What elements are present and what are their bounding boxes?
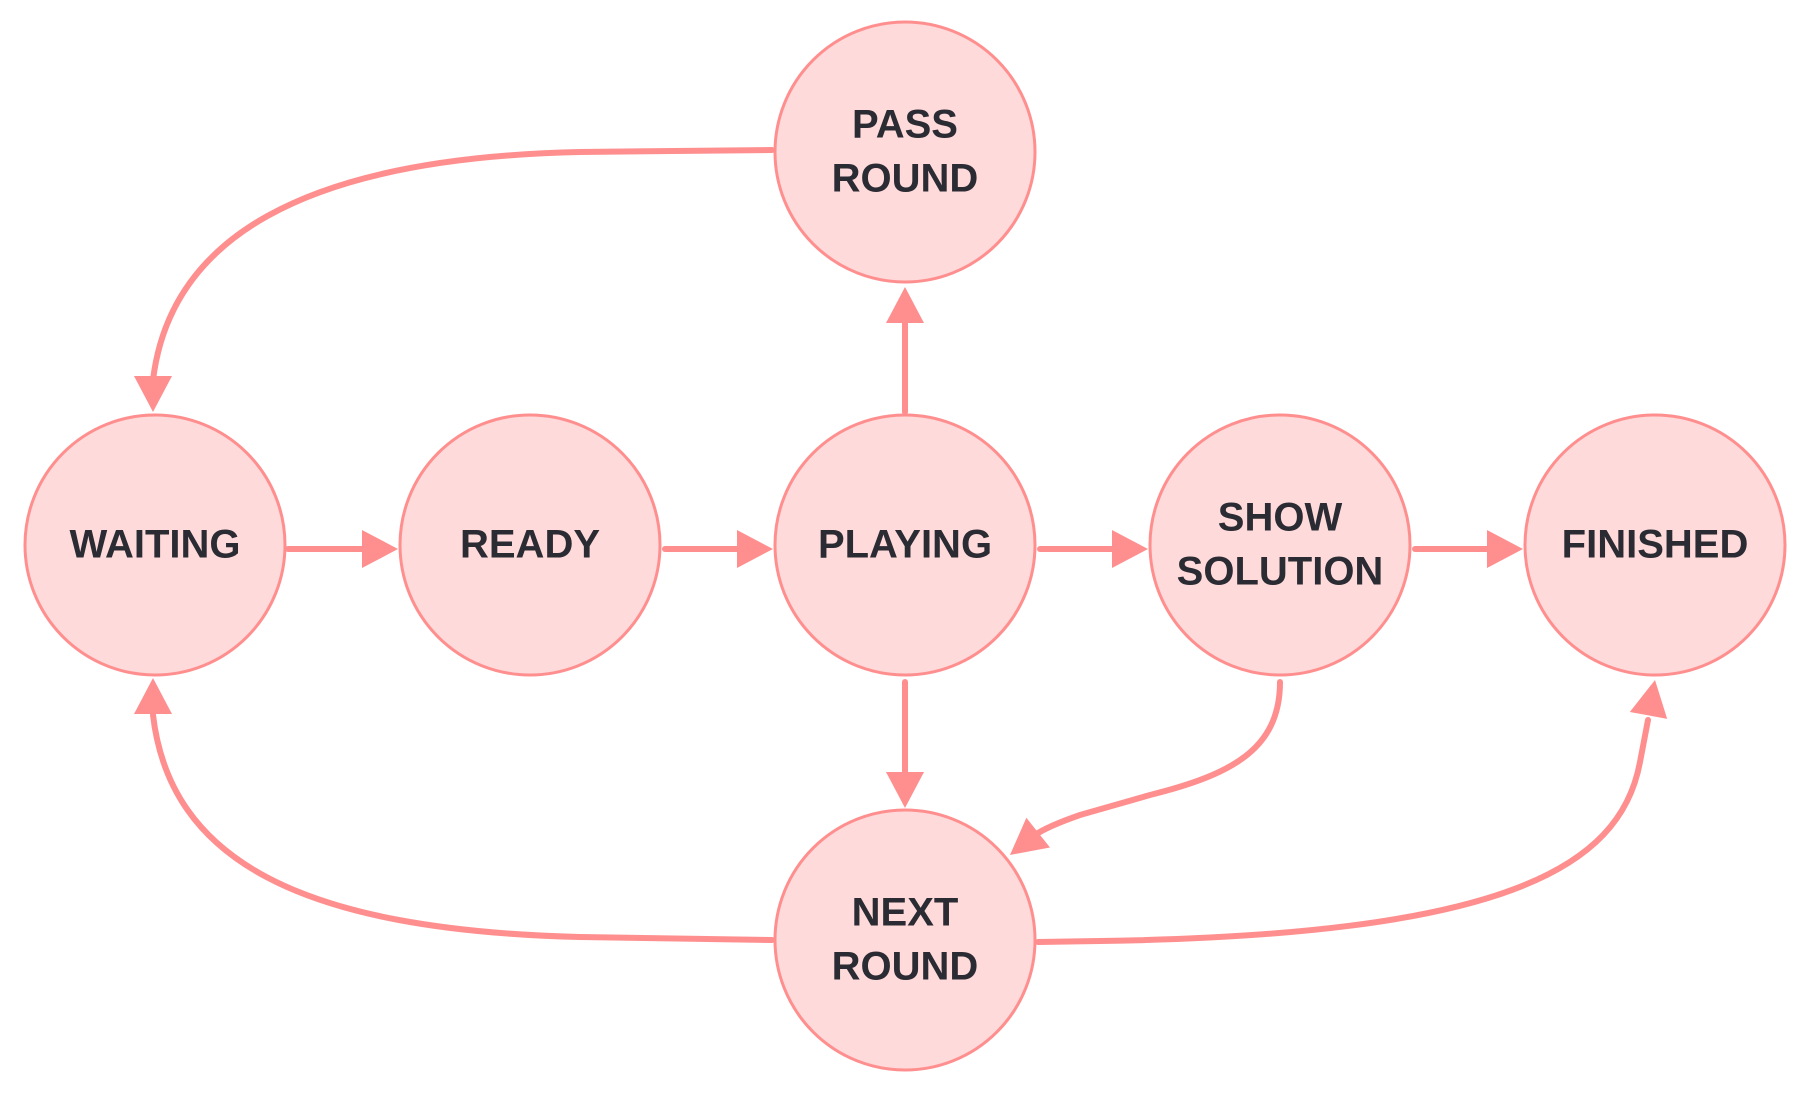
state-circle: [23, 413, 287, 677]
state-node-finished[interactable]: FINISHED: [1523, 413, 1787, 677]
edge-playing-to-next-round: [886, 679, 924, 808]
edge-playing-to-pass-round: [886, 287, 924, 415]
state-label: WAITING: [69, 523, 240, 567]
state-label: PLAYING: [818, 523, 992, 567]
edge-show-solution-to-finished: [1412, 530, 1523, 568]
arrowhead-icon: [1629, 680, 1668, 719]
arrowhead-icon: [1112, 530, 1148, 568]
arrowhead-icon: [737, 530, 773, 568]
state-label: FINISHED: [1562, 523, 1749, 567]
state-label: PASS: [852, 103, 958, 147]
nodes-layer: WAITING READY PLAYING SHOW SOLUTION FINISHED P…: [23, 20, 1787, 1072]
state-label: SHOW: [1218, 496, 1343, 540]
state-node-pass-round[interactable]: PASS ROUND: [773, 20, 1037, 284]
state-label: ROUND: [832, 157, 979, 201]
edge-waiting-to-ready: [285, 530, 398, 568]
arrowhead-icon: [886, 772, 924, 808]
arrowhead-icon: [1010, 817, 1051, 855]
edge-next-round-to-finished: [1035, 680, 1668, 945]
state-label: READY: [460, 523, 600, 567]
state-node-playing[interactable]: PLAYING: [773, 413, 1037, 677]
state-node-show-solution[interactable]: SHOW SOLUTION: [1148, 413, 1412, 677]
arrowhead-icon: [362, 530, 398, 568]
arrowhead-icon: [1487, 530, 1523, 568]
state-node-next-round[interactable]: NEXT ROUND: [773, 808, 1037, 1072]
state-circle: [1523, 413, 1787, 677]
edges-layer: [134, 147, 1668, 945]
state-node-waiting[interactable]: WAITING: [23, 413, 287, 677]
state-circle: [773, 808, 1037, 1072]
edge-pass-round-to-waiting: [134, 147, 775, 412]
state-circle: [1148, 413, 1412, 677]
state-node-ready[interactable]: READY: [398, 413, 662, 677]
edge-line: [150, 712, 775, 943]
edge-ready-to-playing: [662, 530, 773, 568]
edge-show-solution-to-next-round: [1010, 679, 1283, 855]
edge-line: [1035, 717, 1651, 945]
edge-line: [150, 147, 775, 383]
state-circle: [773, 413, 1037, 677]
state-label: SOLUTION: [1177, 550, 1384, 594]
arrowhead-icon: [134, 678, 172, 714]
arrowhead-icon: [134, 376, 172, 412]
edge-line: [1032, 679, 1283, 838]
state-circle: [398, 413, 662, 677]
state-circle: [773, 20, 1037, 284]
arrowhead-icon: [886, 287, 924, 323]
state-label: ROUND: [832, 945, 979, 989]
edge-playing-to-show-solution: [1037, 530, 1148, 568]
state-label: NEXT: [852, 891, 959, 935]
edge-next-round-to-waiting: [134, 678, 775, 943]
